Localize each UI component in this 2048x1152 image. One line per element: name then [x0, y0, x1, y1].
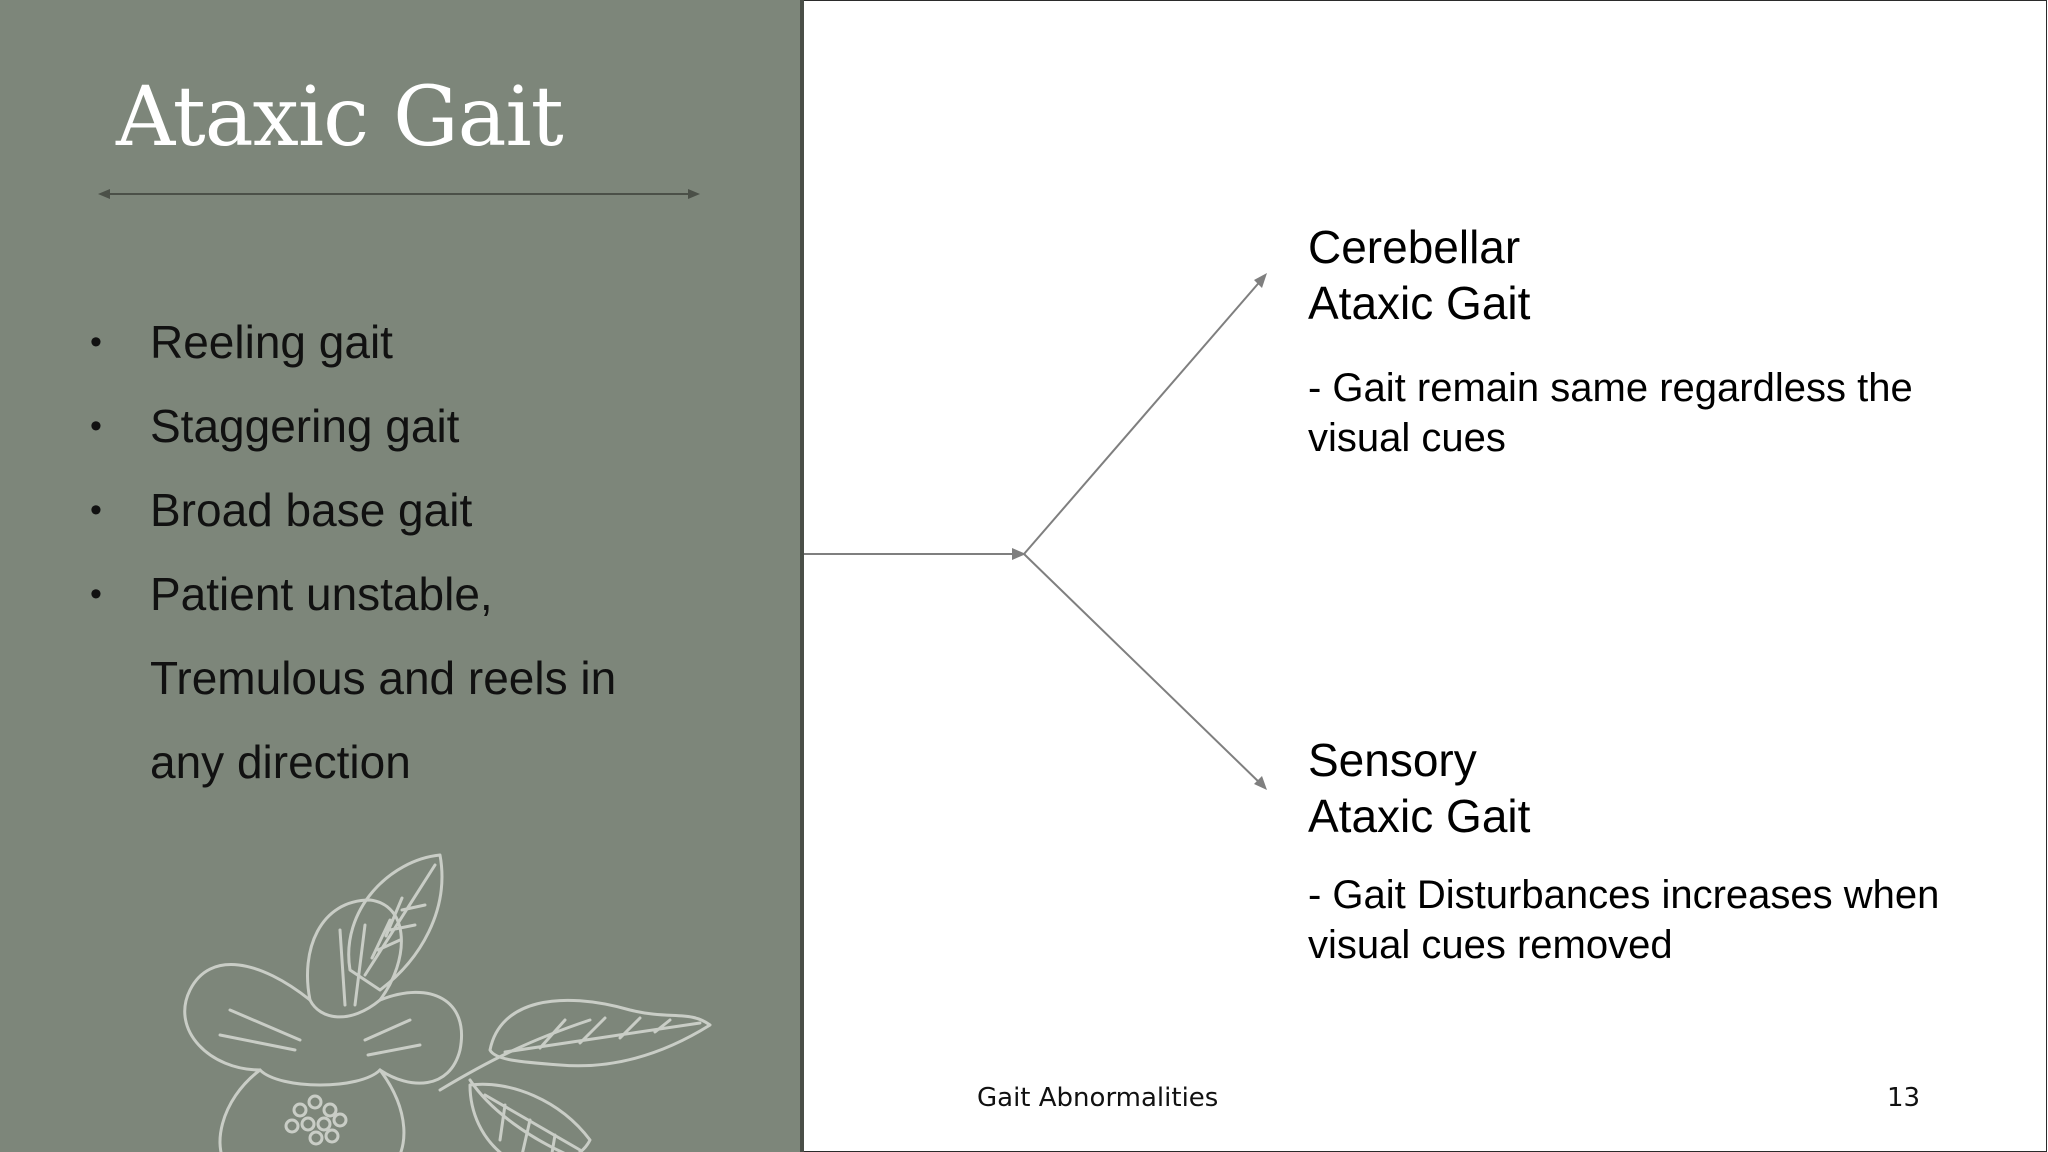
title-double-arrow-rule: [98, 189, 700, 199]
main-arrowhead-icon: [1012, 548, 1026, 560]
footer-text: Gait Abnormalities: [977, 1083, 1219, 1113]
upper-branch-line: [1023, 277, 1264, 555]
connector-lines: [804, 277, 1264, 787]
panel-divider: [800, 0, 804, 1152]
upper-arrowhead-icon: [1254, 273, 1267, 288]
bullet-item: •Broad base gait: [90, 468, 616, 552]
lower-branch-line: [1023, 553, 1264, 787]
bullet-list: •Reeling gait •Staggering gait •Broad ba…: [90, 300, 616, 804]
bullet-dot-icon: •: [90, 407, 102, 445]
bullet-dot-icon: •: [90, 491, 102, 529]
branch-heading-cerebellar: Cerebellar Ataxic Gait: [1308, 221, 1531, 329]
page-number: 13: [1887, 1083, 1921, 1113]
bullet-item: •Reeling gait: [90, 300, 616, 384]
bullet-item: •Patient unstable,Tremulous and reels in…: [90, 552, 616, 804]
bullet-item: •Staggering gait: [90, 384, 616, 468]
bullet-dot-icon: •: [90, 575, 102, 613]
left-panel: Ataxic Gait •Reeling gait •Staggering ga…: [0, 0, 800, 1152]
branch-description-cerebellar: - Gait remain same regardless the visual…: [1308, 366, 1913, 460]
branch-description-sensory: - Gait Disturbances increases when visua…: [1308, 873, 1940, 967]
bullet-dot-icon: •: [90, 323, 102, 361]
lower-arrowhead-icon: [1254, 776, 1267, 790]
branch-heading-sensory: Sensory Ataxic Gait: [1308, 734, 1531, 842]
slide-title: Ataxic Gait: [116, 70, 564, 165]
flower-illustration-icon: [183, 853, 712, 1152]
